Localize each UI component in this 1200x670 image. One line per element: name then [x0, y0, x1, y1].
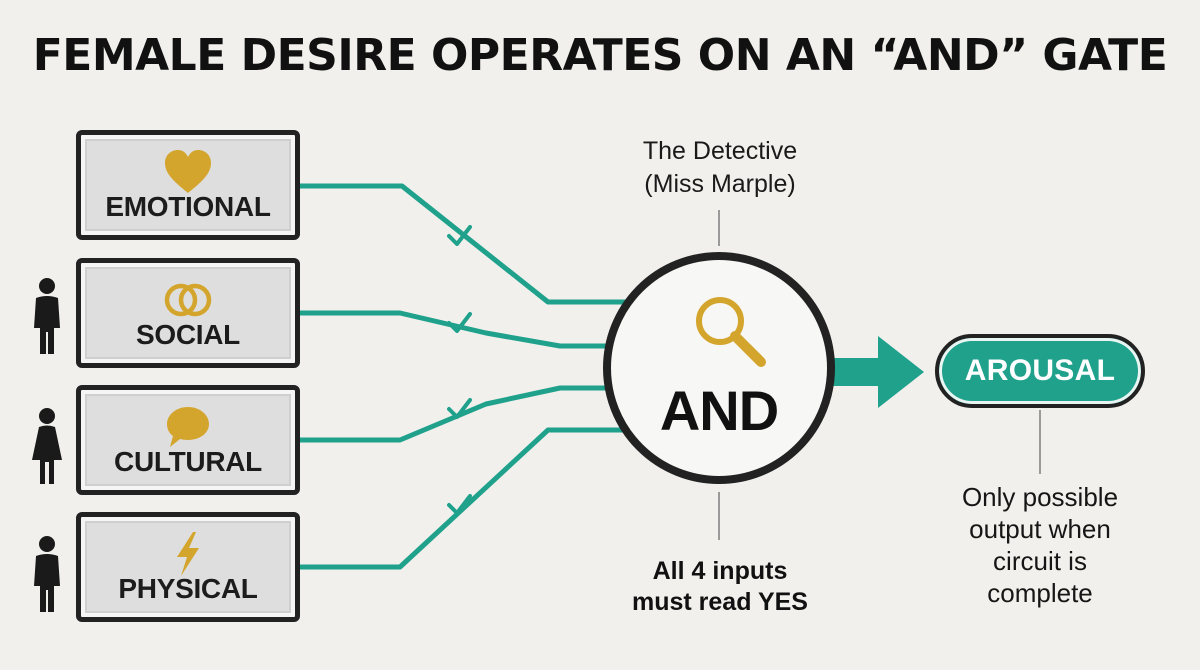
output-note-line: output when — [969, 514, 1111, 544]
wire-social — [300, 310, 630, 349]
gate-note-line: must read YES — [631, 588, 808, 616]
input-box-emotional: EMOTIONAL — [76, 130, 300, 240]
output-note-line: complete — [987, 578, 1093, 608]
gate-label: AND — [659, 379, 779, 442]
input-box-physical: PHYSICAL — [76, 512, 300, 622]
person-icon — [34, 536, 60, 612]
detective-caption: The Detective (Miss Marple) — [600, 135, 840, 201]
output-arrow-icon — [833, 336, 924, 408]
output-note: Only possible output when circuit is com… — [935, 481, 1145, 609]
check-icon — [447, 312, 472, 333]
output-note-line: Only possible — [961, 482, 1119, 512]
wire-emotional — [300, 183, 630, 305]
check-icon — [447, 398, 472, 419]
person-icon — [34, 278, 60, 354]
gate-note: All 4 inputs must read YES — [585, 556, 855, 618]
input-label-social: SOCIAL — [136, 319, 240, 350]
detective-caption-line: (Miss Marple) — [644, 170, 796, 198]
rings-icon — [164, 283, 212, 317]
input-box-cultural: CULTURAL — [76, 385, 300, 495]
detective-caption-line: The Detective — [642, 137, 798, 165]
and-gate: AND — [603, 252, 835, 484]
gate-note-line: All 4 inputs — [652, 557, 788, 585]
check-icon — [447, 225, 472, 246]
magnifying-glass-icon — [696, 297, 766, 367]
input-label-emotional: EMOTIONAL — [105, 191, 271, 222]
wire-physical — [300, 427, 630, 570]
speech-bubble-icon — [167, 407, 209, 447]
wire-cultural — [300, 385, 630, 443]
check-icon — [447, 494, 472, 515]
output-arousal-pill: AROUSAL — [935, 334, 1145, 408]
input-label-physical: PHYSICAL — [118, 573, 258, 604]
input-label-cultural: CULTURAL — [114, 446, 262, 477]
output-note-line: circuit is — [993, 546, 1087, 576]
lightning-icon — [177, 532, 199, 576]
woman-icon — [32, 408, 62, 484]
input-box-social: SOCIAL — [76, 258, 300, 368]
page-title: FEMALE DESIRE OPERATES ON AN “AND” GATE — [32, 30, 1168, 81]
heart-icon — [165, 150, 211, 193]
